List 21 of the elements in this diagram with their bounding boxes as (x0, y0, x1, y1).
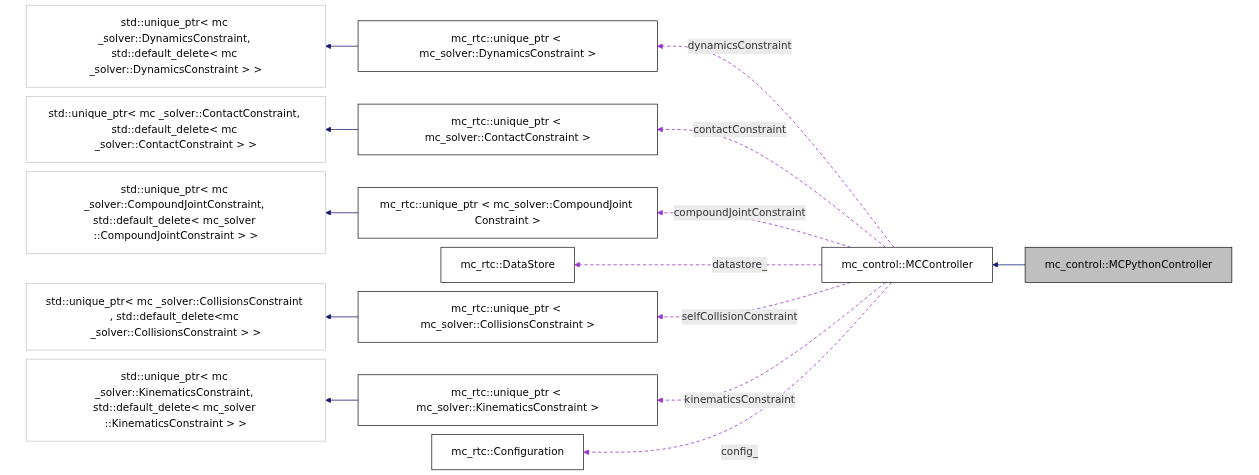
edge-label: datastore_ (712, 258, 768, 271)
edge-label: kinematicsConstraint (684, 393, 796, 407)
node-box: mc_rtc::unique_ptr < mc_solver::CollisionsConstraint > (358, 291, 659, 343)
node-box: mc_control::MCController (822, 246, 994, 283)
node-box: mc_rtc::Configuration (431, 434, 585, 471)
node-box: std::unique_ptr< mc _solver::ContactConstraint, std::default_delete< mc _solver::ContactConstraint > > (26, 95, 327, 163)
edge-label: selfCollisionConstraint (682, 310, 799, 323)
edge-label: compoundJointConstraint (674, 206, 807, 219)
node-box: mc_rtc::unique_ptr < mc_solver::CompoundJoint Constraint > (358, 187, 659, 239)
edge-label: contactConstraint (693, 122, 787, 136)
node-box: mc_rtc::unique_ptr < mc_solver::KinematicsConstraint > (358, 374, 659, 426)
edge-label: config_ (721, 445, 759, 459)
edge-label: dynamicsConstraint (688, 39, 793, 53)
node-box: std::unique_ptr< mc _solver::DynamicsConstraint, std::default_delete< mc _solver::DynamicsConstraint > > (26, 4, 327, 88)
node-box: std::unique_ptr< mc _solver::CollisionsConstraint , std::default_delete<mc _solver::CollisionsConstraint > > (26, 283, 327, 351)
node-box: std::unique_ptr< mc _solver::CompoundJointConstraint, std::default_delete< mc_solver ::CompoundJointConstraint > > (26, 171, 327, 255)
node-box: mc_rtc::unique_ptr < mc_solver::ContactConstraint > (358, 103, 659, 156)
node-box: mc_rtc::unique_ptr < mc_solver::DynamicsConstraint > (358, 20, 659, 72)
node-box: mc_control::MCPythonController (1025, 246, 1233, 283)
node-box: mc_rtc::DataStore (441, 246, 576, 283)
node-box: std::unique_ptr< mc _solver::KinematicsConstraint, std::default_delete< mc_solver ::KinematicsConstraint > > (26, 358, 327, 442)
